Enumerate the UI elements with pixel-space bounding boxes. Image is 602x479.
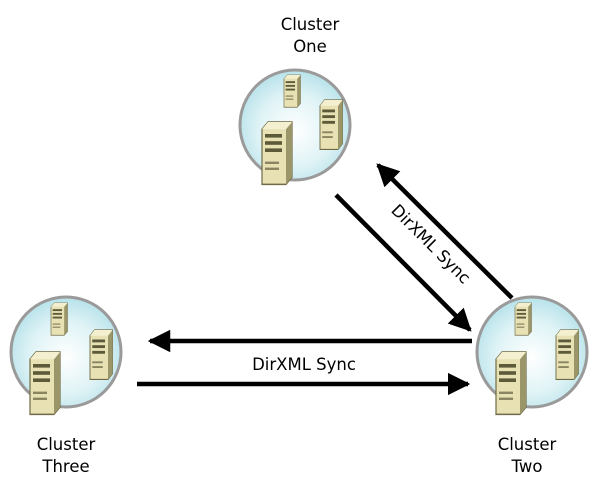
cluster-one-node [238, 68, 352, 186]
server-icon [89, 329, 114, 380]
server-icon [29, 351, 61, 416]
arrow-two-to-one [376, 163, 514, 300]
cluster-one-label-line2: One [293, 37, 327, 56]
cluster-two-label-line2: Two [511, 457, 543, 476]
server-icon [50, 302, 68, 336]
cluster-three-label-line1: Cluster [37, 435, 96, 454]
server-icon [495, 351, 527, 416]
arrow-one-to-two [334, 193, 472, 332]
cluster-three-node [9, 295, 123, 416]
cluster-two-label-line1: Cluster [498, 435, 557, 454]
link-three-two-label: DirXML Sync [252, 355, 356, 374]
cluster-one-label-line1: Cluster [281, 15, 340, 34]
link-one-two-label: DirXML Sync [387, 201, 474, 288]
cluster-three-label-line2: Three [41, 457, 89, 476]
server-icon [555, 329, 580, 380]
server-icon [514, 302, 532, 336]
server-icon [261, 121, 293, 186]
cluster-two-node [475, 295, 589, 416]
server-icon [283, 74, 301, 108]
server-icon [319, 99, 344, 150]
